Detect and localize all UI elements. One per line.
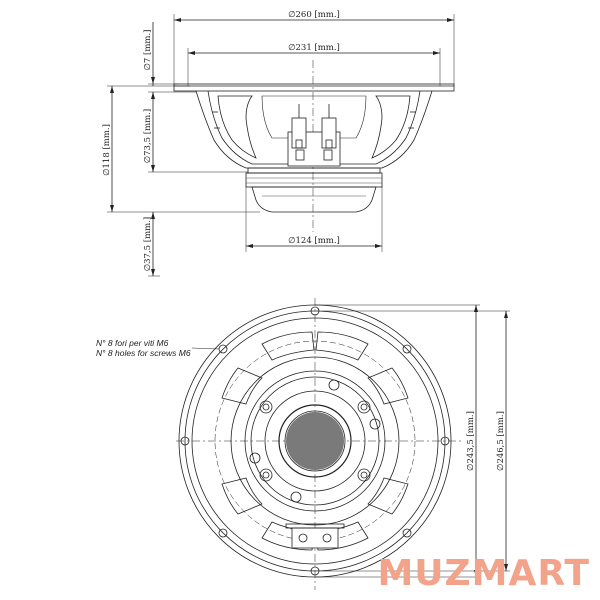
basket-windows	[221, 331, 409, 551]
dim-231-label: ∅231 [mm.]	[288, 43, 340, 53]
dim-246-5-label: ∅246,5 [mm.]	[496, 411, 506, 471]
basket-window-right	[371, 95, 411, 159]
dim-37-5-label: ∅37,5 [mm.]	[143, 217, 153, 272]
magnet	[245, 172, 383, 188]
brand-logo: MUZMART	[377, 553, 590, 594]
basket-window-left	[217, 95, 257, 159]
dim-124-label: ∅124 [mm.]	[288, 236, 340, 246]
basket-inner-ring	[230, 356, 400, 526]
dust-cap	[286, 412, 344, 470]
side-arrowheads	[110, 18, 454, 276]
dim-73-5-label: ∅73,5 [mm.]	[143, 109, 153, 164]
dim-260-label: ∅260 [mm.]	[288, 10, 340, 20]
note-line-en: N° 8 holes for screws M6	[96, 348, 191, 358]
back-plate	[251, 186, 377, 213]
top-plate	[247, 167, 381, 174]
frame-flange	[173, 83, 455, 92]
dim-7-label: ∅7 [mm.]	[143, 30, 153, 71]
front-arrowheads	[474, 305, 508, 577]
back-plate-ring	[264, 390, 366, 492]
front-view	[176, 298, 510, 590]
side-view	[107, 14, 455, 277]
dim-243-5-label: ∅243,5 [mm.]	[466, 411, 476, 471]
mounting-holes	[180, 306, 450, 576]
motor-bolts	[249, 379, 381, 503]
pole-piece	[278, 404, 352, 478]
dim-118-label: ∅118 [mm.]	[102, 124, 112, 176]
note-line-it: N° 8 fori per viti M6	[96, 338, 169, 348]
note-leader	[191, 347, 220, 350]
frame-inner-ring	[191, 317, 439, 565]
magnet-outer	[244, 370, 386, 512]
